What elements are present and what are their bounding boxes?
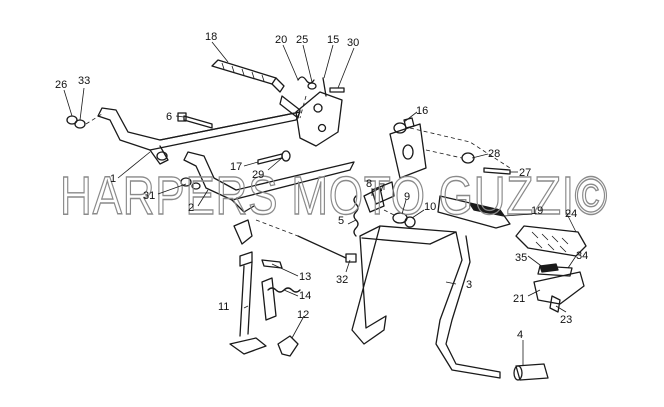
part-5-spring bbox=[353, 195, 359, 237]
right-bracket-assembly bbox=[389, 117, 511, 179]
callout-1: 1 bbox=[110, 173, 116, 185]
callout-21: 21 bbox=[513, 293, 525, 305]
callout-35: 35 bbox=[515, 252, 527, 264]
callout-13: 13 bbox=[299, 271, 311, 283]
watermark-text: HARPERS MOTO GUZZI© bbox=[60, 166, 608, 226]
callout-10: 10 bbox=[424, 201, 436, 213]
leader-lines bbox=[63, 41, 577, 366]
callout-7: 7 bbox=[379, 182, 385, 194]
callout-4: 4 bbox=[517, 329, 523, 341]
part-3-center-stand bbox=[351, 225, 501, 379]
callout-30: 30 bbox=[347, 37, 359, 49]
callout-19: 19 bbox=[531, 205, 543, 217]
parts-21-34-35-peg-bracket bbox=[533, 263, 585, 313]
callout-16: 16 bbox=[416, 105, 428, 117]
diagram-drawing bbox=[66, 59, 587, 381]
parts-17-29-bolts bbox=[257, 150, 291, 165]
side-stand-assembly bbox=[229, 219, 301, 355]
callout-2: 2 bbox=[188, 202, 194, 214]
parts-26-33-washers bbox=[66, 113, 103, 129]
hardware-20-25-15-30 bbox=[297, 76, 345, 119]
callout-23: 23 bbox=[560, 314, 572, 326]
callout-5: 5 bbox=[338, 215, 344, 227]
callout-31: 31 bbox=[143, 190, 155, 202]
callout-28: 28 bbox=[488, 148, 500, 160]
part-18-footpeg-rubber bbox=[211, 59, 285, 93]
part-4-foot-pad bbox=[513, 363, 549, 381]
callout-27: 27 bbox=[519, 167, 531, 179]
callout-6: 6 bbox=[166, 111, 172, 123]
callout-18: 18 bbox=[205, 31, 217, 43]
part-32-rod bbox=[255, 219, 357, 263]
callout-9: 9 bbox=[404, 191, 410, 203]
callout-15: 15 bbox=[327, 34, 339, 46]
callout-20: 20 bbox=[275, 34, 287, 46]
callout-34: 34 bbox=[576, 250, 588, 262]
callout-33: 33 bbox=[78, 75, 90, 87]
callout-3: 3 bbox=[466, 279, 472, 291]
part-12-cap bbox=[277, 335, 299, 357]
callout-26: 26 bbox=[55, 79, 67, 91]
callout-29: 29 bbox=[252, 169, 264, 181]
parts-7-8-9-10-cluster bbox=[363, 181, 416, 228]
callout-25: 25 bbox=[296, 34, 308, 46]
callout-17: 17 bbox=[230, 161, 242, 173]
callout-24: 24 bbox=[565, 208, 577, 220]
part-6-bolt bbox=[177, 112, 213, 129]
callout-labels: 18 20 25 15 30 26 33 6 16 28 27 1 17 29 … bbox=[55, 31, 588, 341]
callout-12: 12 bbox=[297, 309, 309, 321]
frame-bracket-upper bbox=[279, 91, 343, 147]
callout-8: 8 bbox=[366, 178, 372, 190]
callout-11: 11 bbox=[218, 301, 229, 313]
part-1-frame-tube bbox=[97, 107, 301, 165]
callout-32: 32 bbox=[336, 274, 348, 286]
part-2-frame-member bbox=[180, 151, 355, 213]
callout-14: 14 bbox=[299, 290, 311, 302]
